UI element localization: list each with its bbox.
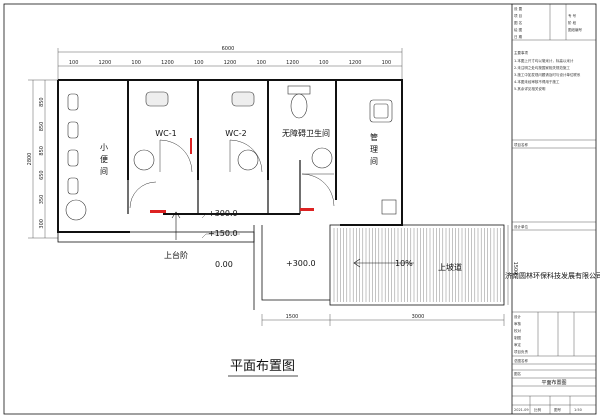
top-segment-labels: 100 1200 100 1200 100 1200 100 1200 100 1200 100 (69, 60, 391, 66)
top-dim-label: 1200 (99, 60, 112, 66)
title-block-sign-row: 项目负责 (514, 349, 528, 354)
top-dimensions (57, 48, 403, 80)
left-dim-label: 850 (39, 97, 45, 107)
ramp-arrow (353, 258, 414, 268)
title-block-row: 设 置 (514, 6, 523, 11)
steps-arrow (171, 211, 181, 240)
ramp-height-dim: 1500 (512, 262, 518, 275)
urinals (67, 93, 79, 195)
sheet-frame (3, 3, 597, 415)
title-block-top-rows: 设 置项 目图 名绘 图日 期 (514, 6, 523, 39)
level-floor: +300.0 (208, 209, 238, 218)
title-block-bottom-values: 2021-09 比例 图号 1:50 (514, 407, 582, 412)
sec-label-overall: 总图名称 (514, 358, 528, 363)
top-dim-label: 100 (194, 60, 204, 66)
steps-label: 上台阶 (164, 250, 188, 260)
top-dim-label: 100 (256, 60, 266, 66)
title-block-right-cell: 阶 段 (568, 20, 577, 25)
cubicle-partitions (127, 140, 301, 214)
level-ramp: +300.0 (286, 259, 316, 268)
title-block-right-cell: 图纸编号 (568, 27, 582, 32)
company-name-line1: 济南圆林环保科技发展有限公司 (505, 271, 600, 280)
title-block-value: 1:50 (574, 408, 582, 412)
top-dim-label: 100 (319, 60, 329, 66)
title-block-sign-row: 审定 (514, 342, 522, 347)
ramp (261, 224, 505, 306)
overall-dimension: 6000 (222, 46, 235, 52)
level-step-top: +150.0 (208, 229, 238, 238)
title-block-right-cell: 专 号 (568, 13, 577, 18)
title-block-value: 比例 (534, 407, 542, 412)
level-markers (201, 213, 240, 239)
top-dim-label: 100 (382, 60, 392, 66)
top-dim-label: 1200 (349, 60, 362, 66)
title-block-row: 图 名 (514, 20, 522, 25)
top-dim-label: 100 (69, 60, 79, 66)
squat-toilets (145, 91, 255, 107)
title-block-note: 3.施工中如发现问题请及时与设计单位联系 (514, 72, 581, 77)
room-label-management: 管理间 (370, 132, 378, 166)
left-dim-label: 850 (39, 146, 45, 156)
left-dimensions (28, 79, 58, 239)
sec-label-designer: 设计单位 (514, 224, 528, 229)
room-label-wc2: WC-2 (225, 129, 246, 138)
left-dim-label: 350 (39, 195, 45, 205)
door-swings (129, 139, 335, 209)
title-block-note: 1.本图上尺寸均以毫米计，标高以米计 (514, 58, 574, 63)
title-block-value: 图号 (554, 407, 562, 412)
title-block-sign-row: 校对 (514, 328, 522, 333)
title-block-notes: 1.本图上尺寸均以毫米计，标高以米计 2.未注明之处均按国家相关规范施工 3.施工中… (514, 58, 581, 91)
drawing-title: 平面布置图 (230, 359, 295, 374)
title-block-row: 日 期 (514, 34, 523, 39)
room-label-wc1: WC-1 (155, 129, 176, 138)
notes-title: 主要事项 (514, 50, 528, 55)
left-dim-label: 300 (39, 219, 45, 229)
room-label-accessible: 无障碍卫生间 (282, 128, 330, 138)
title-block-note: 5.其余详见相关说明 (514, 86, 546, 91)
left-dimension-labels: 2800 850 850 850 650 350 300 (27, 97, 45, 228)
room-label-urinal: 小便间 (100, 143, 108, 176)
sec-label-project: 项目名称 (514, 142, 528, 147)
door-handles (150, 138, 314, 213)
bottom-dimensions (261, 225, 509, 326)
title-block-sign-row: 制图 (514, 335, 522, 340)
title-block-drawing-name: 平面布置图 (541, 379, 566, 386)
step-platform (57, 225, 255, 310)
title-block-row: 项 目 (514, 13, 522, 18)
level-ground: 0.00 (215, 260, 233, 269)
accessible-toilet (287, 85, 311, 119)
left-dim-total: 2800 (27, 153, 33, 166)
ramp-slope: 10% (395, 259, 413, 268)
title-block-sign-row: 设计 (514, 314, 522, 319)
title-block-sign-row: 审核 (514, 321, 522, 326)
top-dim-label: 1200 (286, 60, 299, 66)
title-block-row: 绘 图 (514, 27, 523, 32)
title-block-note: 4.本图未经审核不得用于施工 (514, 79, 560, 84)
bottom-dim-2: 3000 (412, 314, 425, 320)
management-furniture (369, 99, 397, 215)
title-block-value: 2021-09 (514, 408, 529, 412)
ramp-label: 上坡道 (438, 262, 462, 272)
top-dim-label: 1200 (161, 60, 174, 66)
left-dim-label: 650 (39, 170, 45, 180)
top-dim-label: 1200 (224, 60, 237, 66)
sec-label-drawing: 图名 (514, 371, 521, 376)
bottom-dim-1: 1500 (286, 314, 299, 320)
hand-basins (65, 147, 333, 221)
top-dim-label: 100 (131, 60, 141, 66)
title-block-note: 2.未注明之处均按国家相关规范施工 (514, 65, 570, 70)
left-dim-label: 850 (39, 122, 45, 132)
